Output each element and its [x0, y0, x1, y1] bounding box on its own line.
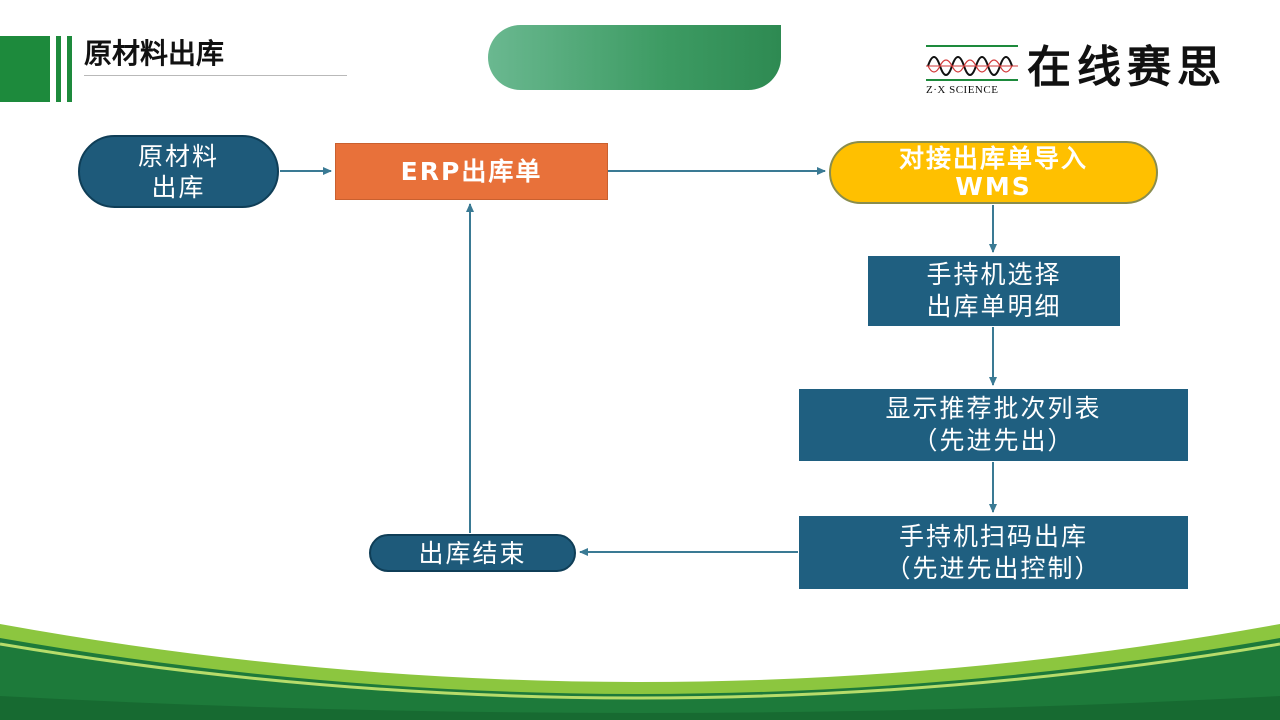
flow-node-end: 出库结束 [369, 534, 576, 572]
flow-node-erp: ERP出库单 [335, 143, 608, 200]
flow-node-start: 原材料 出库 [78, 135, 279, 208]
flow-node-end-label: 出库结束 [418, 538, 527, 568]
wave-logo-icon [926, 45, 1018, 81]
flow-node-select-label: 手持机选择 出库单明细 [926, 260, 1062, 321]
flow-node-batch-label: 显示推荐批次列表 （先进先出） [885, 394, 1102, 455]
logo-chinese-name: 在线赛思 [1027, 42, 1227, 93]
flow-node-import-label: 对接出库单导入 WMS [898, 143, 1088, 201]
flow-node-select: 手持机选择 出库单明细 [868, 256, 1120, 326]
footer-swoosh [0, 624, 1280, 720]
flow-node-scan: 手持机扫码出库 （先进先出控制） [799, 516, 1188, 589]
flow-node-import: 对接出库单导入 WMS [829, 141, 1158, 204]
logo-english-name: Z·X SCIENCE [926, 84, 999, 96]
flow-node-scan-label: 手持机扫码出库 （先进先出控制） [885, 521, 1102, 583]
header-accent-stripe [67, 36, 72, 102]
header-green-tab [488, 25, 781, 90]
title-underline [84, 75, 347, 76]
slide-title: 原材料出库 [84, 37, 225, 70]
flow-node-start-label: 原材料 出库 [137, 141, 219, 202]
header-accent-stripe [56, 36, 61, 102]
header-accent-bar [0, 36, 50, 102]
flow-node-batch: 显示推荐批次列表 （先进先出） [799, 389, 1188, 461]
flow-node-erp-label: ERP出库单 [400, 157, 543, 186]
